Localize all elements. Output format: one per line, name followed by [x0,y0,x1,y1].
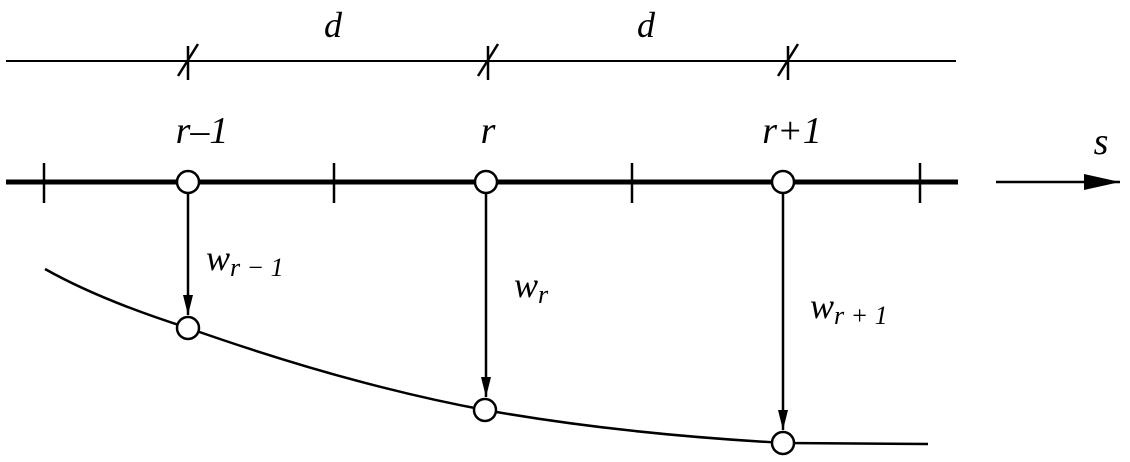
deflection-label-mid-base: w [514,265,538,305]
spacing-tick-mid [476,43,500,80]
node-circle-mid [473,169,499,195]
node-label-right: r+1 [762,110,821,152]
node-label-left: r–1 [176,110,229,152]
curve-node-left [175,315,201,341]
spacing-label-left: d [324,5,343,45]
deflection-curve [44,267,929,446]
spacing-label-right: d [637,5,656,45]
deflection-label-mid-sub: r [538,280,549,309]
node-circle-right [770,169,796,195]
deflection-label-left: wr − 1 [206,238,284,282]
node-circle-left [175,169,201,195]
deflection-label-left-sub: r − 1 [230,253,284,282]
deflection-label-right: wr + 1 [810,286,888,330]
node-label-left-text: r–1 [176,110,229,152]
spacing-tick-right [776,43,800,80]
node-label-right-text: r+1 [762,110,821,152]
spacing-line: d d [6,5,956,80]
spacing-tick-left [176,43,200,80]
deflection-label-left-base: w [206,238,230,278]
deflection-label-mid: wr [514,265,549,309]
axis-label-s: s [1094,121,1109,163]
node-label-mid: r [481,110,496,152]
curve-node-right [770,430,796,456]
s-direction-arrow: s [996,121,1120,190]
deflection-label-right-base: w [810,286,834,326]
deflection-label-right-sub: r + 1 [834,301,888,330]
curve-node-mid [472,397,498,423]
